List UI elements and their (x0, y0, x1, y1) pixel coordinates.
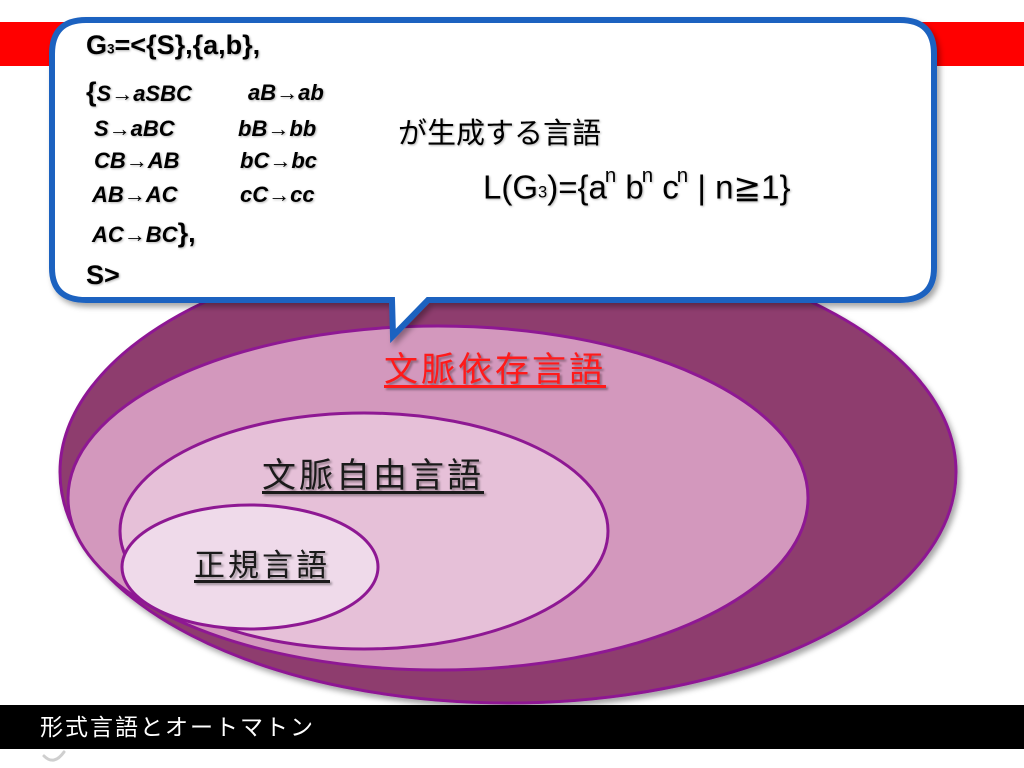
footer-bar (0, 705, 1024, 749)
ellipse-regular (120, 503, 380, 631)
context-sensitive-language-label: 文脈依存言語 (384, 350, 606, 390)
grammar-definition-title: G3=<{S},{a,b}, (86, 30, 261, 60)
production-rule: bC→bc (240, 148, 317, 173)
production-rule: CB→AB (94, 148, 180, 173)
footer-title: 形式言語とオートマトン (40, 715, 315, 741)
rules-open-brace: { (86, 77, 97, 107)
production-rule: cC→cc (240, 182, 315, 207)
production-rule: AB→AC (92, 182, 178, 207)
rules-close-brace: }, (177, 218, 196, 248)
ellipse-group (58, 239, 958, 705)
regular-language-label: 正規言語 (194, 548, 330, 584)
grammar-start-symbol: S> (86, 260, 120, 290)
generated-language-caption: が生成する言語 (398, 116, 602, 150)
production-rule: aB→ab (248, 80, 324, 105)
callout-bubble (49, 17, 937, 344)
language-definition: L(G3)={an bn cn | n≧1} (483, 164, 791, 206)
production-rule: S→aBC (94, 116, 175, 141)
production-rule-row: AC→BC}, (92, 218, 196, 248)
context-free-language-label: 文脈自由言語 (262, 456, 484, 496)
production-rule: bB→bb (238, 116, 317, 141)
production-rule-row: {S→aSBC (86, 77, 192, 107)
swirl-icon (42, 750, 66, 762)
